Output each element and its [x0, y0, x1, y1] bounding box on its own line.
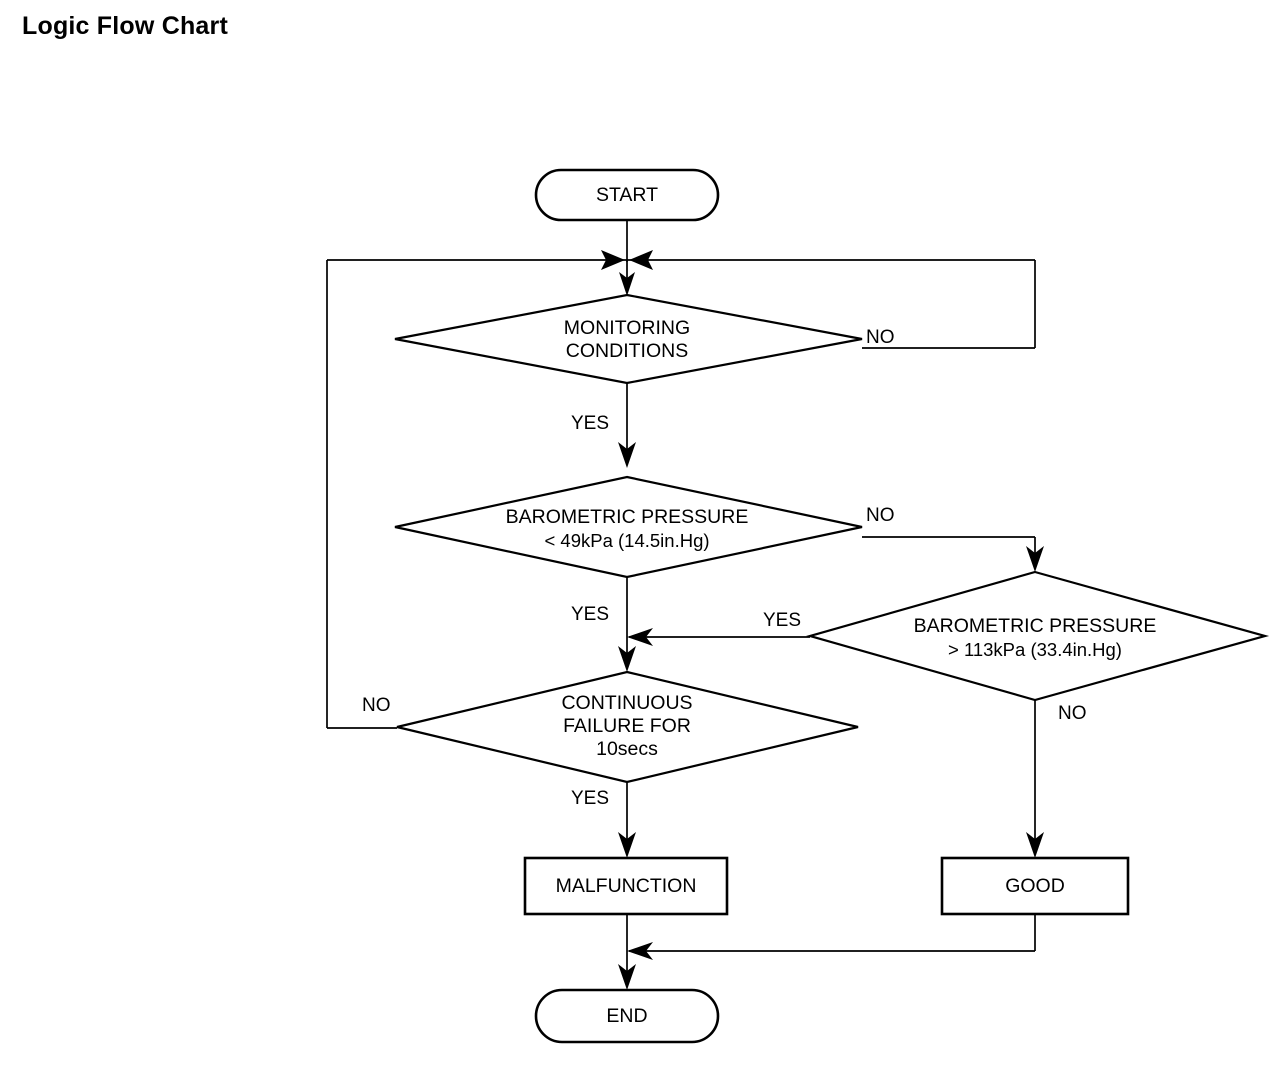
edge-label-baro-low-yes: YES [571, 604, 609, 625]
node-baro-high-line2: > 113kPa (33.4in.Hg) [948, 639, 1122, 660]
arrowhead-junction-left [629, 250, 653, 270]
node-monitoring-line2: CONDITIONS [566, 340, 688, 362]
edge-label-baro-low-no: NO [866, 505, 895, 526]
arrowhead-to-end [618, 964, 636, 990]
node-end[interactable] [534, 988, 720, 1044]
arrowhead-to-malfunction [618, 832, 636, 858]
edge-label-failure-no: NO [362, 695, 391, 716]
node-failure-line3: 10secs [596, 738, 658, 760]
node-failure-line2: FAILURE FOR [563, 715, 691, 737]
node-good-label: GOOD [1005, 875, 1065, 897]
node-baro-pressure-low[interactable] [394, 475, 863, 579]
arrowhead-to-baro-low [618, 442, 636, 468]
node-baro-low-line1: BAROMETRIC PRESSURE [506, 506, 749, 528]
node-baro-pressure-high[interactable] [805, 570, 1270, 702]
node-baro-high-line1: BAROMETRIC PRESSURE [914, 615, 1157, 637]
arrowhead-baro-high-yes-left [627, 628, 653, 646]
node-monitoring-line1: MONITORING [564, 317, 690, 339]
node-end-label: END [606, 1005, 647, 1027]
node-malfunction-label: MALFUNCTION [556, 875, 697, 897]
arrowhead-to-monitoring [619, 272, 635, 296]
node-good[interactable] [940, 856, 1130, 916]
edge-label-monitoring-no: NO [866, 327, 895, 348]
edge-label-baro-high-no: NO [1058, 703, 1087, 724]
arrowhead-junction-right [601, 250, 625, 270]
node-baro-low-line2: < 49kPa (14.5in.Hg) [544, 530, 709, 551]
page-title: Logic Flow Chart [22, 12, 228, 40]
node-monitoring-conditions[interactable] [394, 293, 863, 385]
arrowhead-to-failure [618, 646, 636, 672]
edge-label-failure-yes: YES [571, 788, 609, 809]
arrowhead-to-good [1026, 832, 1044, 858]
node-continuous-failure[interactable] [396, 670, 859, 784]
edge-label-baro-high-yes: YES [763, 610, 801, 631]
arrowhead-good-merge-left [627, 942, 653, 960]
node-failure-line1: CONTINUOUS [561, 692, 692, 714]
node-malfunction[interactable] [523, 856, 729, 916]
node-start[interactable] [534, 168, 720, 222]
node-start-label: START [596, 184, 658, 206]
arrowhead-to-baro-high [1026, 546, 1044, 572]
edge-label-monitoring-yes: YES [571, 413, 609, 434]
